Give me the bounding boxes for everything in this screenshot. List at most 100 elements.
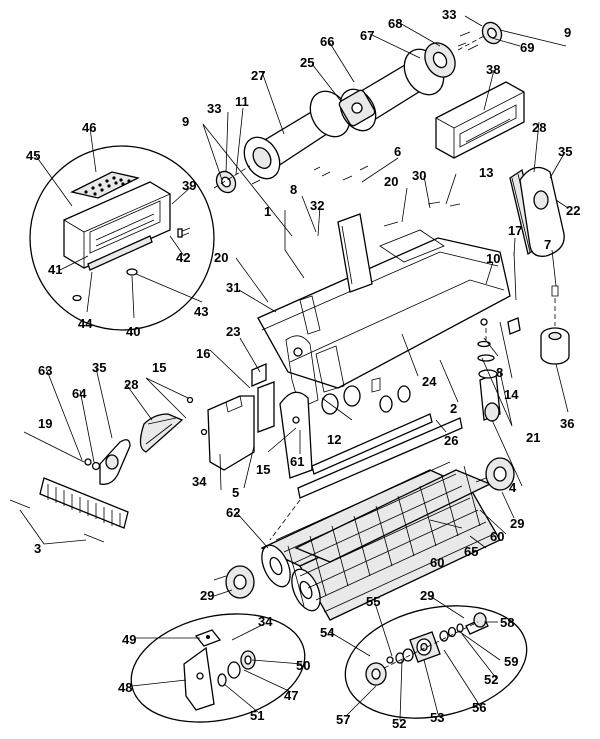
brush-roller-rear-part — [291, 469, 492, 612]
screw-part — [177, 227, 191, 238]
callout-14: 14 — [504, 387, 519, 402]
bolt-part — [480, 317, 521, 335]
hub-part — [365, 662, 387, 686]
callout-51: 51 — [250, 708, 264, 723]
callout-27: 27 — [251, 68, 265, 83]
callout-33b: 33 — [442, 7, 456, 22]
left-motor-pulley-part — [213, 165, 251, 194]
callout-15a: 15 — [152, 360, 166, 375]
callout-13: 13 — [479, 165, 493, 180]
callout-2: 2 — [450, 401, 457, 416]
callout-65: 65 — [464, 544, 478, 559]
side-brush-strip-part — [9, 477, 129, 543]
detail-ellipse-bottom-right — [344, 605, 528, 719]
shaft-seals-part — [439, 623, 464, 642]
callout-35a: 35 — [92, 360, 106, 375]
callout-3: 3 — [34, 541, 41, 556]
callout-29a: 29 — [510, 516, 524, 531]
callout-33a: 33 — [207, 101, 221, 116]
skirt-bar-part — [269, 413, 463, 541]
callout-7: 7 — [544, 237, 551, 252]
callout-59: 59 — [504, 654, 518, 669]
callout-46: 46 — [82, 120, 96, 135]
callout-42: 42 — [176, 250, 190, 265]
callout-28a: 28 — [124, 377, 138, 392]
scraper-blade-part — [87, 235, 153, 271]
callout-4: 4 — [509, 480, 517, 495]
washer-stack-part — [84, 396, 208, 471]
callout-20a: 20 — [384, 174, 398, 189]
callout-28b: 28 — [532, 120, 546, 135]
callout-21: 21 — [526, 430, 540, 445]
callout-19: 19 — [38, 416, 52, 431]
callout-6: 6 — [394, 144, 401, 159]
end-plate-part — [207, 395, 255, 471]
callout-62: 62 — [226, 505, 240, 520]
left-drive-motor-part — [243, 90, 351, 180]
callout-53: 53 — [430, 710, 444, 725]
callout-34b: 34 — [258, 614, 273, 629]
callout-9b: 9 — [564, 25, 571, 40]
belt-guard-part — [519, 166, 565, 257]
callout-68: 68 — [388, 16, 402, 31]
bracket-housing-part — [63, 181, 171, 269]
callout-41: 41 — [48, 262, 62, 277]
bearing-ring-part — [217, 650, 256, 687]
callout-36: 36 — [560, 416, 574, 431]
detail-circle-top-left — [29, 145, 215, 331]
callout-10: 10 — [486, 251, 500, 266]
bearing-flange-part — [409, 631, 441, 663]
stub-shaft-part — [465, 612, 489, 635]
callout-24: 24 — [422, 374, 437, 389]
callout-11: 11 — [235, 94, 249, 109]
callout-1: 1 — [264, 204, 271, 219]
callout-43: 43 — [194, 304, 208, 319]
callout-40: 40 — [126, 324, 140, 339]
callout-25: 25 — [300, 55, 314, 70]
callout-16: 16 — [196, 346, 210, 361]
callout-55: 55 — [366, 594, 380, 609]
fastener-set-part — [251, 31, 479, 227]
callout-30: 30 — [412, 168, 426, 183]
callout-45: 45 — [26, 148, 40, 163]
callout-8b: 8 — [496, 365, 503, 380]
callout-17: 17 — [508, 223, 522, 238]
callout-15b: 15 — [256, 462, 270, 477]
callout-50: 50 — [296, 658, 310, 673]
callout-48: 48 — [118, 680, 132, 695]
callout-5: 5 — [232, 485, 239, 500]
callout-44: 44 — [78, 316, 93, 331]
callout-29c: 29 — [420, 588, 434, 603]
callout-26: 26 — [444, 433, 458, 448]
callout-22: 22 — [566, 203, 580, 218]
caster-wheel-part — [477, 320, 501, 422]
side-cover-part — [435, 81, 525, 159]
brush-door-part — [279, 391, 313, 479]
hinge-bracket-part — [251, 363, 275, 433]
callout-labels: 1 2 3 4 5 6 7 8 8 9 9 10 11 12 13 14 15 … — [26, 7, 580, 731]
comb-plate-part — [70, 171, 140, 199]
callout-32: 32 — [310, 198, 324, 213]
detail-ellipse-bottom-left — [130, 613, 306, 723]
left-belt-guard-part — [99, 413, 184, 485]
callout-60a: 60 — [490, 529, 504, 544]
callout-66: 66 — [320, 34, 334, 49]
callout-52a: 52 — [484, 672, 498, 687]
callout-20b: 20 — [214, 250, 228, 265]
callout-29b: 29 — [200, 588, 214, 603]
callout-34a: 34 — [192, 474, 207, 489]
callout-57: 57 — [336, 712, 350, 727]
callout-69: 69 — [520, 40, 534, 55]
bearing-housing-part — [183, 646, 215, 711]
callout-60b: 60 — [430, 555, 444, 570]
callout-58: 58 — [500, 615, 514, 630]
motor-flange-part — [424, 42, 456, 78]
callout-56: 56 — [472, 700, 486, 715]
callout-49: 49 — [122, 632, 136, 647]
leader-lines — [19, 15, 569, 721]
callout-35b: 35 — [558, 144, 572, 159]
callout-67: 67 — [360, 28, 374, 43]
callout-52b: 52 — [392, 716, 406, 731]
callout-38: 38 — [486, 62, 500, 77]
